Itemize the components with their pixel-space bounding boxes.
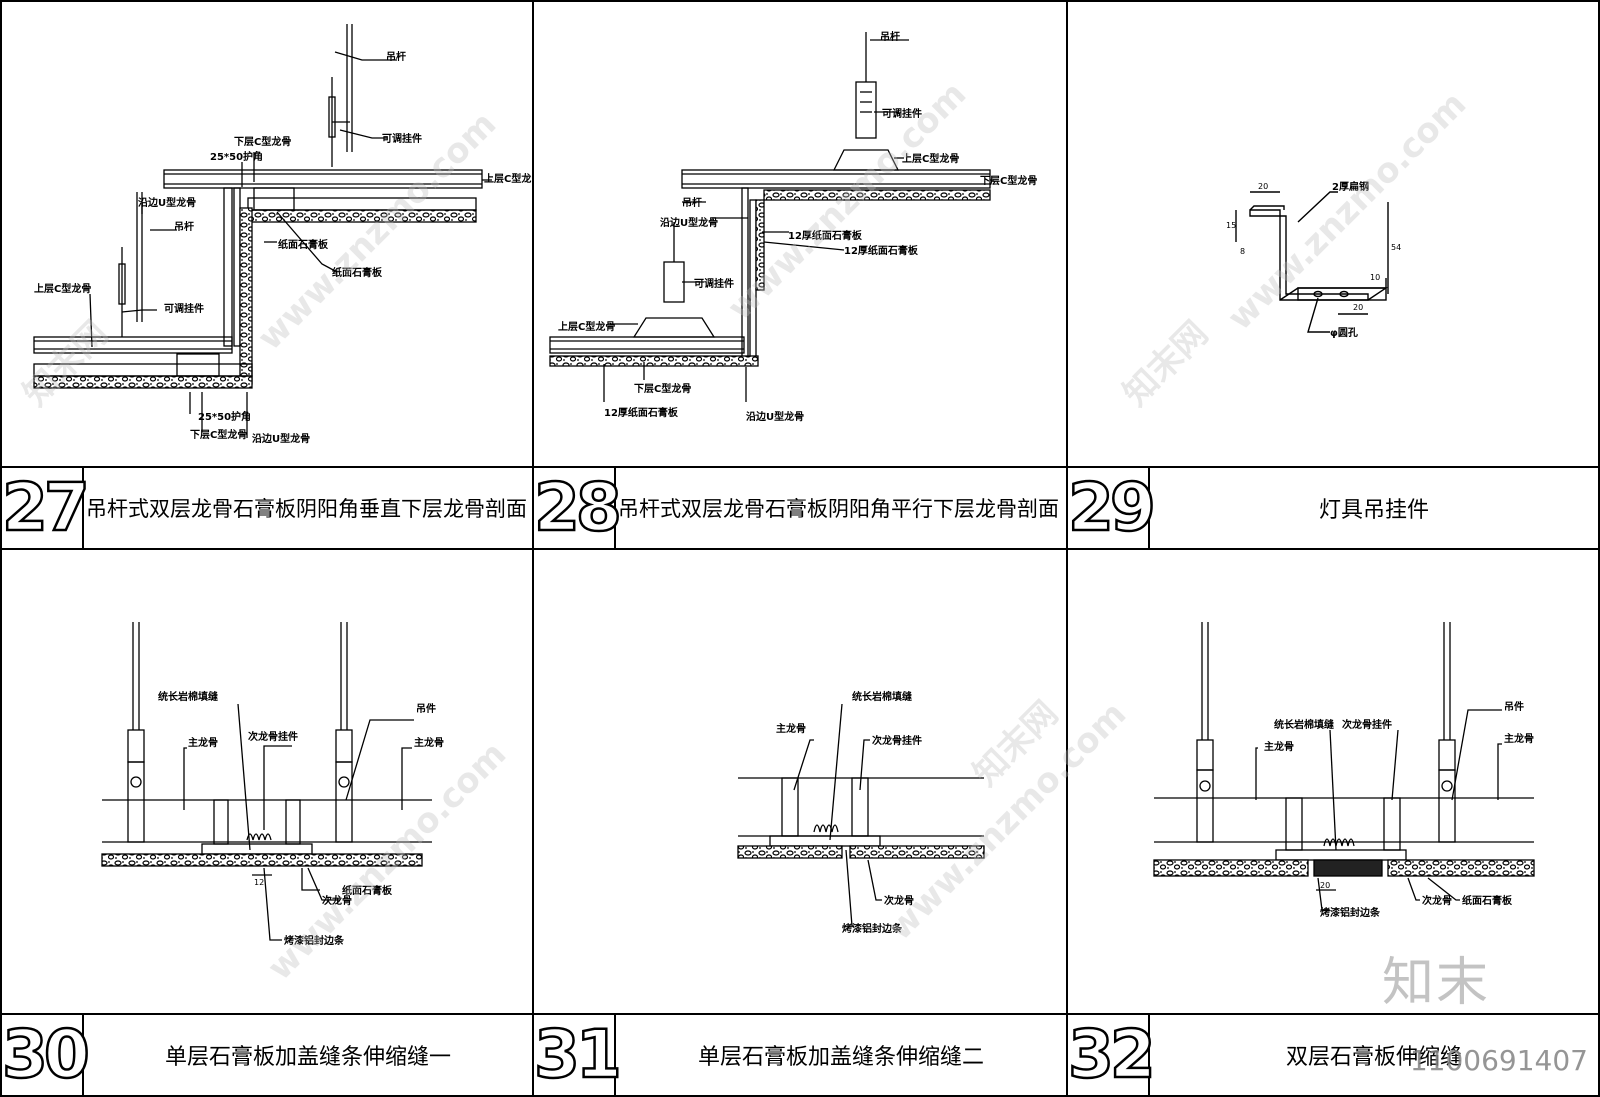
label-27-edge-u-left: 沿边U型龙骨 [138, 196, 196, 209]
label-32-paper-board: 纸面石膏板 [1462, 894, 1513, 907]
label-28-edge-u-bottom: 沿边U型龙骨 [746, 410, 804, 423]
detail-title-30: 单层石膏板加盖缝条伸缩缝一 [164, 1045, 451, 1070]
label-27-lower-c-top: 下层C型龙骨 [234, 135, 291, 148]
dim-30-gap: 12 [254, 878, 264, 887]
detail-number-31: 31 [534, 1015, 623, 1095]
label-32-secondary-hanger: 次龙骨挂件 [1342, 718, 1392, 731]
panel-27: 吊杆 可调挂件 下层C型龙骨 25*50护角 上层C型龙骨 沿边U型龙骨 吊杆 … [0, 0, 534, 550]
label-30-hanger: 吊件 [416, 702, 436, 715]
label-30-secondary-keel: 次龙骨 [322, 894, 352, 907]
label-31-alu-strip: 烤漆铝封边条 [842, 922, 903, 935]
label-28-upper-c-top: 上层C型龙骨 [902, 152, 959, 165]
dim-29-20-bottom: 20 [1353, 303, 1363, 312]
detail-28-drawing: 吊杆 可调挂件 上层C型龙骨 下层C型龙骨 吊杆 沿边U型龙骨 12厚纸面石膏板… [549, 30, 1037, 423]
caption-31: 31 单层石膏板加盖缝条伸缩缝二 [534, 1013, 1066, 1095]
label-32-secondary-keel: 次龙骨 [1422, 894, 1452, 907]
panel-31: 统长岩棉填缝 主龙骨 次龙骨挂件 次龙骨 烤漆铝封边条 31 单层石膏板加盖缝条… [532, 548, 1068, 1097]
detail-title-27: 吊杆式双层龙骨石膏板阴阳角垂直下层龙骨剖面 [86, 497, 527, 521]
label-30-alu-strip: 烤漆铝封边条 [284, 934, 345, 947]
label-28-rod-top: 吊杆 [880, 30, 900, 43]
label-27-paper-board-1: 纸面石膏板 [278, 238, 329, 251]
label-28-rod-left: 吊杆 [682, 196, 702, 209]
label-28-adjust-top: 可调挂件 [882, 107, 922, 120]
label-27-rod-top: 吊杆 [386, 50, 406, 63]
label-28-board12-a: 12厚纸面石膏板 [788, 229, 863, 242]
label-30-paper-board: 纸面石膏板 [342, 884, 393, 897]
panel-32: 统长岩棉填缝 次龙骨挂件 吊件 主龙骨 主龙骨 20 次龙骨 纸面石膏板 烤漆铝… [1066, 548, 1600, 1097]
detail-title-28: 吊杆式双层龙骨石膏板阴阳角平行下层龙骨剖面 [618, 497, 1059, 521]
detail-title-32: 双层石膏板伸缩缝 [1285, 1045, 1462, 1070]
label-27-paper-board-2: 纸面石膏板 [332, 266, 383, 279]
label-30-secondary-hanger: 次龙骨挂件 [248, 730, 298, 743]
detail-27-drawing: 吊杆 可调挂件 下层C型龙骨 25*50护角 上层C型龙骨 沿边U型龙骨 吊杆 … [33, 24, 534, 445]
label-28-lower-c-bottom: 下层C型龙骨 [634, 382, 691, 395]
label-28-upper-c-left: 上层C型龙骨 [558, 320, 615, 333]
label-29-flat-steel: 2厚扁钢 [1332, 180, 1369, 193]
label-32-main-keel-right: 主龙骨 [1504, 732, 1534, 745]
dim-29-8: 8 [1240, 247, 1245, 256]
caption-27: 27 吊杆式双层龙骨石膏板阴阳角垂直下层龙骨剖面 [2, 466, 532, 548]
label-27-rod-left: 吊杆 [174, 220, 194, 233]
detail-number-30: 30 [2, 1015, 91, 1095]
label-31-secondary-hanger: 次龙骨挂件 [872, 734, 922, 747]
detail-30-drawing: 统长岩棉填缝 吊件 主龙骨 次龙骨挂件 主龙骨 12 纸面石膏板 次龙骨 烤漆铝… [101, 622, 444, 947]
label-27-upper-c-left: 上层C型龙骨 [34, 282, 91, 295]
detail-number-27: 27 [2, 468, 91, 548]
label-29-round-hole: φ圆孔 [1330, 326, 1358, 339]
label-30-main-keel-right: 主龙骨 [414, 736, 444, 749]
label-30-main-keel-left: 主龙骨 [188, 736, 218, 749]
label-32-hanger: 吊件 [1504, 700, 1524, 713]
caption-28: 28 吊杆式双层龙骨石膏板阴阳角平行下层龙骨剖面 [534, 466, 1066, 548]
label-27-adjust-top: 可调挂件 [382, 132, 422, 145]
detail-32-drawing: 统长岩棉填缝 次龙骨挂件 吊件 主龙骨 主龙骨 20 次龙骨 纸面石膏板 烤漆铝… [1153, 622, 1535, 919]
label-28-board12-b: 12厚纸面石膏板 [844, 244, 919, 257]
label-27-edge-u-bottom: 沿边U型龙骨 [252, 432, 310, 445]
panel-29: 20 15 8 54 10 20 2厚扁钢 φ圆孔 29 灯具吊挂件 [1066, 0, 1600, 550]
detail-number-32: 32 [1068, 1015, 1157, 1095]
label-32-main-keel-left: 主龙骨 [1264, 740, 1294, 753]
detail-31-drawing: 统长岩棉填缝 主龙骨 次龙骨挂件 次龙骨 烤漆铝封边条 [737, 690, 985, 935]
detail-number-28: 28 [534, 468, 623, 548]
caption-30: 30 单层石膏板加盖缝条伸缩缝一 [2, 1013, 532, 1095]
label-31-main-keel: 主龙骨 [776, 722, 806, 735]
label-28-adjust-left: 可调挂件 [694, 277, 734, 290]
brand-logo: 知末 [1381, 953, 1490, 1013]
label-27-lower-c-bottom: 下层C型龙骨 [190, 428, 247, 441]
label-27-adjust-left: 可调挂件 [164, 302, 204, 315]
panel-30: 统长岩棉填缝 吊件 主龙骨 次龙骨挂件 主龙骨 12 纸面石膏板 次龙骨 烤漆铝… [0, 548, 534, 1097]
label-32-rock-wool: 统长岩棉填缝 [1274, 718, 1334, 731]
label-31-secondary-keel: 次龙骨 [884, 894, 914, 907]
dim-29-15: 15 [1226, 221, 1236, 230]
detail-title-31: 单层石膏板加盖缝条伸缩缝二 [697, 1045, 984, 1070]
dim-29-54: 54 [1391, 243, 1401, 252]
detail-29-drawing: 20 15 8 54 10 20 2厚扁钢 φ圆孔 [1226, 180, 1401, 339]
detail-title-29: 灯具吊挂件 [1318, 498, 1429, 523]
label-28-edge-u-left: 沿边U型龙骨 [660, 216, 718, 229]
detail-number-29: 29 [1068, 468, 1157, 548]
dim-29-20-top: 20 [1258, 182, 1268, 191]
caption-29: 29 灯具吊挂件 [1068, 466, 1598, 548]
label-27-corner-bottom: 25*50护角 [198, 410, 251, 423]
panel-28: 吊杆 可调挂件 上层C型龙骨 下层C型龙骨 吊杆 沿边U型龙骨 12厚纸面石膏板… [532, 0, 1068, 550]
label-28-board12-c: 12厚纸面石膏板 [604, 406, 679, 419]
label-32-alu-strip: 烤漆铝封边条 [1320, 906, 1381, 919]
label-31-rock-wool: 统长岩棉填缝 [852, 690, 912, 703]
image-id-code: 1100691407 [1409, 1044, 1588, 1077]
label-27-corner-top: 25*50护角 [210, 150, 263, 163]
caption-32: 32 双层石膏板伸缩缝 [1068, 1013, 1598, 1095]
label-30-rock-wool: 统长岩棉填缝 [158, 690, 218, 703]
label-27-upper-c-right: 上层C型龙骨 [484, 172, 534, 185]
dim-29-10: 10 [1370, 273, 1380, 282]
dim-32-gap: 20 [1320, 881, 1330, 890]
label-28-lower-c-right: 下层C型龙骨 [980, 174, 1037, 187]
